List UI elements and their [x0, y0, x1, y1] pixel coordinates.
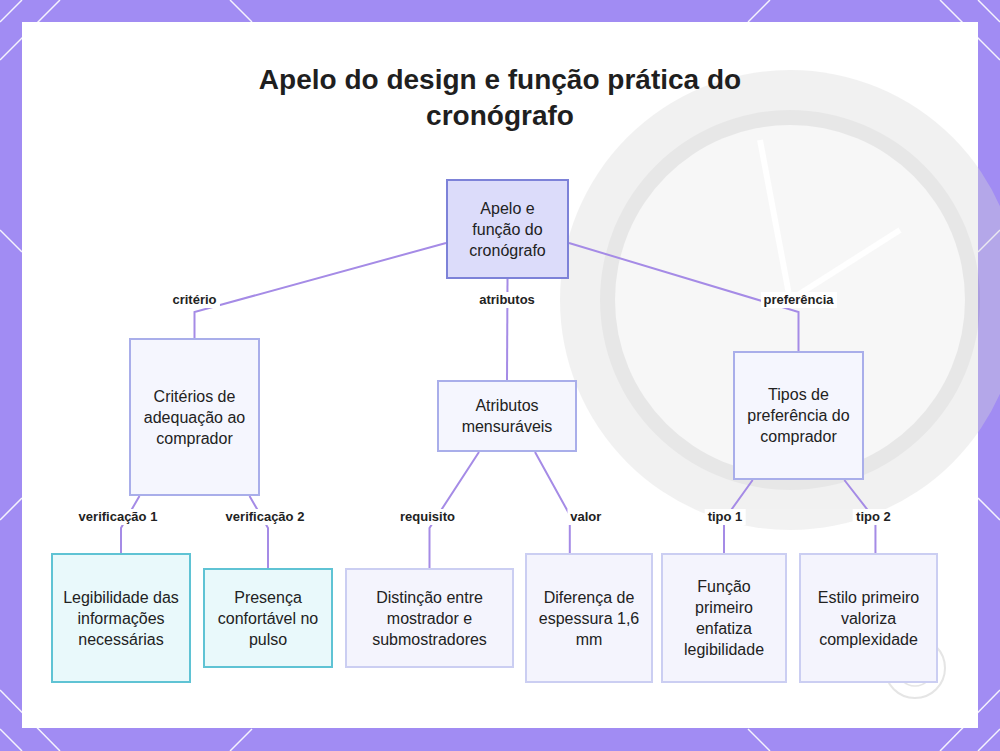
box-text-group: Estilo primeiro valoriza complexidade: [809, 587, 928, 650]
edge-label: atributos: [476, 292, 538, 308]
box-text-group: Diferença de espessura 1,6 mm: [535, 587, 643, 650]
edge-label: critério: [169, 292, 219, 308]
connector-line: [535, 452, 570, 553]
connector-line: [250, 496, 268, 568]
watch-watermark: [560, 70, 1000, 530]
box-text: Legibilidade das informações necessárias: [61, 587, 181, 650]
edge-label: preferência: [760, 292, 836, 308]
concept-box: Atributos mensuráveis: [437, 380, 577, 452]
concept-box: Tipos de preferência do comprador: [733, 351, 864, 480]
box-text: Atributos mensuráveis: [447, 395, 567, 437]
concept-box: Função primeiro enfatiza legibilidade: [661, 553, 787, 683]
box-text-group: Distinção entre mostrador e submostrador…: [355, 587, 504, 650]
box-text: Distinção entre mostrador e submostrador…: [355, 587, 504, 650]
concept-box: Presença confortável no pulso: [203, 568, 333, 668]
box-text: Diferença de espessura 1,6 mm: [535, 587, 643, 650]
diagram-title: Apelo do design e função prática do cron…: [200, 62, 800, 134]
concept-box: Critérios de adequação ao comprador: [129, 338, 260, 496]
concept-box: Distinção entre mostrador e submostrador…: [345, 568, 514, 668]
edge-label: valor: [567, 509, 604, 525]
concept-box: Legibilidade das informações necessárias: [51, 553, 191, 683]
concept-box: Estilo primeiro valoriza complexidade: [799, 553, 938, 683]
edge-label: tipo 2: [853, 509, 894, 525]
concept-box: Apelo e função do cronógrafo: [446, 179, 569, 279]
box-text-group: Presença confortável no pulso: [213, 587, 323, 650]
box-text: Presença confortável no pulso: [213, 587, 323, 650]
box-text-group: Função primeiro enfatiza legibilidade: [671, 576, 777, 660]
box-text-group: Legibilidade das informações necessárias: [61, 587, 181, 650]
edge-label: verificação 1: [76, 509, 161, 525]
box-text: Estilo primeiro valoriza complexidade: [809, 587, 928, 650]
concept-box: Diferença de espessura 1,6 mm: [525, 553, 653, 683]
box-text-group: Apelo e função do cronógrafo: [456, 198, 559, 261]
edge-label: requisito: [397, 509, 458, 525]
box-text-group: Tipos de preferência do comprador: [743, 384, 854, 447]
box-text: Apelo e função do cronógrafo: [456, 198, 559, 261]
connector-line: [195, 243, 447, 338]
box-text: Tipos de preferência do comprador: [743, 384, 854, 447]
box-text-group: Critérios de adequação ao comprador: [139, 386, 250, 449]
box-text-group: Atributos mensuráveis: [447, 395, 567, 437]
edge-label: verificação 2: [223, 509, 308, 525]
box-text: Função primeiro enfatiza legibilidade: [671, 576, 777, 660]
edge-label: tipo 1: [705, 509, 746, 525]
box-text: Critérios de adequação ao comprador: [139, 386, 250, 449]
